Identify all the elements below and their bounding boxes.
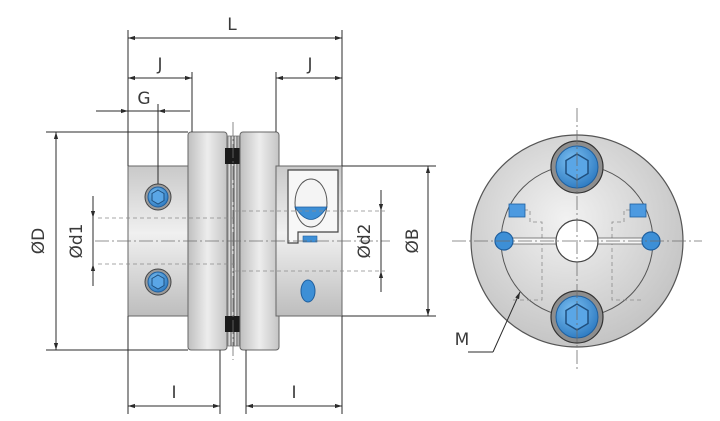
- left-hub-screw-bottom-icon: [144, 268, 172, 296]
- left-hub-screw-top-icon: [144, 183, 172, 211]
- dim-label-d1: Ød1: [67, 224, 87, 259]
- end-view-screw-top-icon: [550, 140, 604, 194]
- disc-bolt-bottom: [225, 316, 242, 332]
- slot-gap-marker: [302, 235, 318, 243]
- dim-label-I-right: I: [291, 383, 296, 403]
- dimensions: L J J G ØD Ød1 Ød2 ØB I: [29, 15, 436, 414]
- dim-label-D: ØD: [29, 228, 49, 254]
- dim-label-J-left: J: [156, 55, 162, 75]
- end-view: M: [452, 108, 702, 372]
- dim-label-B: ØB: [403, 228, 423, 253]
- dim-label-d2: Ød2: [355, 224, 375, 259]
- right-hub-pin-icon: [300, 279, 316, 303]
- dim-label-L: L: [227, 15, 237, 35]
- end-view-key-right: [629, 203, 647, 218]
- disc-bolt-top: [225, 148, 242, 164]
- slot-screw-fill: [294, 206, 328, 220]
- end-view-key-left: [508, 203, 526, 218]
- dim-label-I-left: I: [171, 383, 176, 403]
- side-view: [95, 122, 390, 360]
- dim-label-J-right: J: [306, 55, 312, 75]
- dim-label-M: M: [455, 330, 470, 350]
- dim-label-G: G: [137, 89, 150, 109]
